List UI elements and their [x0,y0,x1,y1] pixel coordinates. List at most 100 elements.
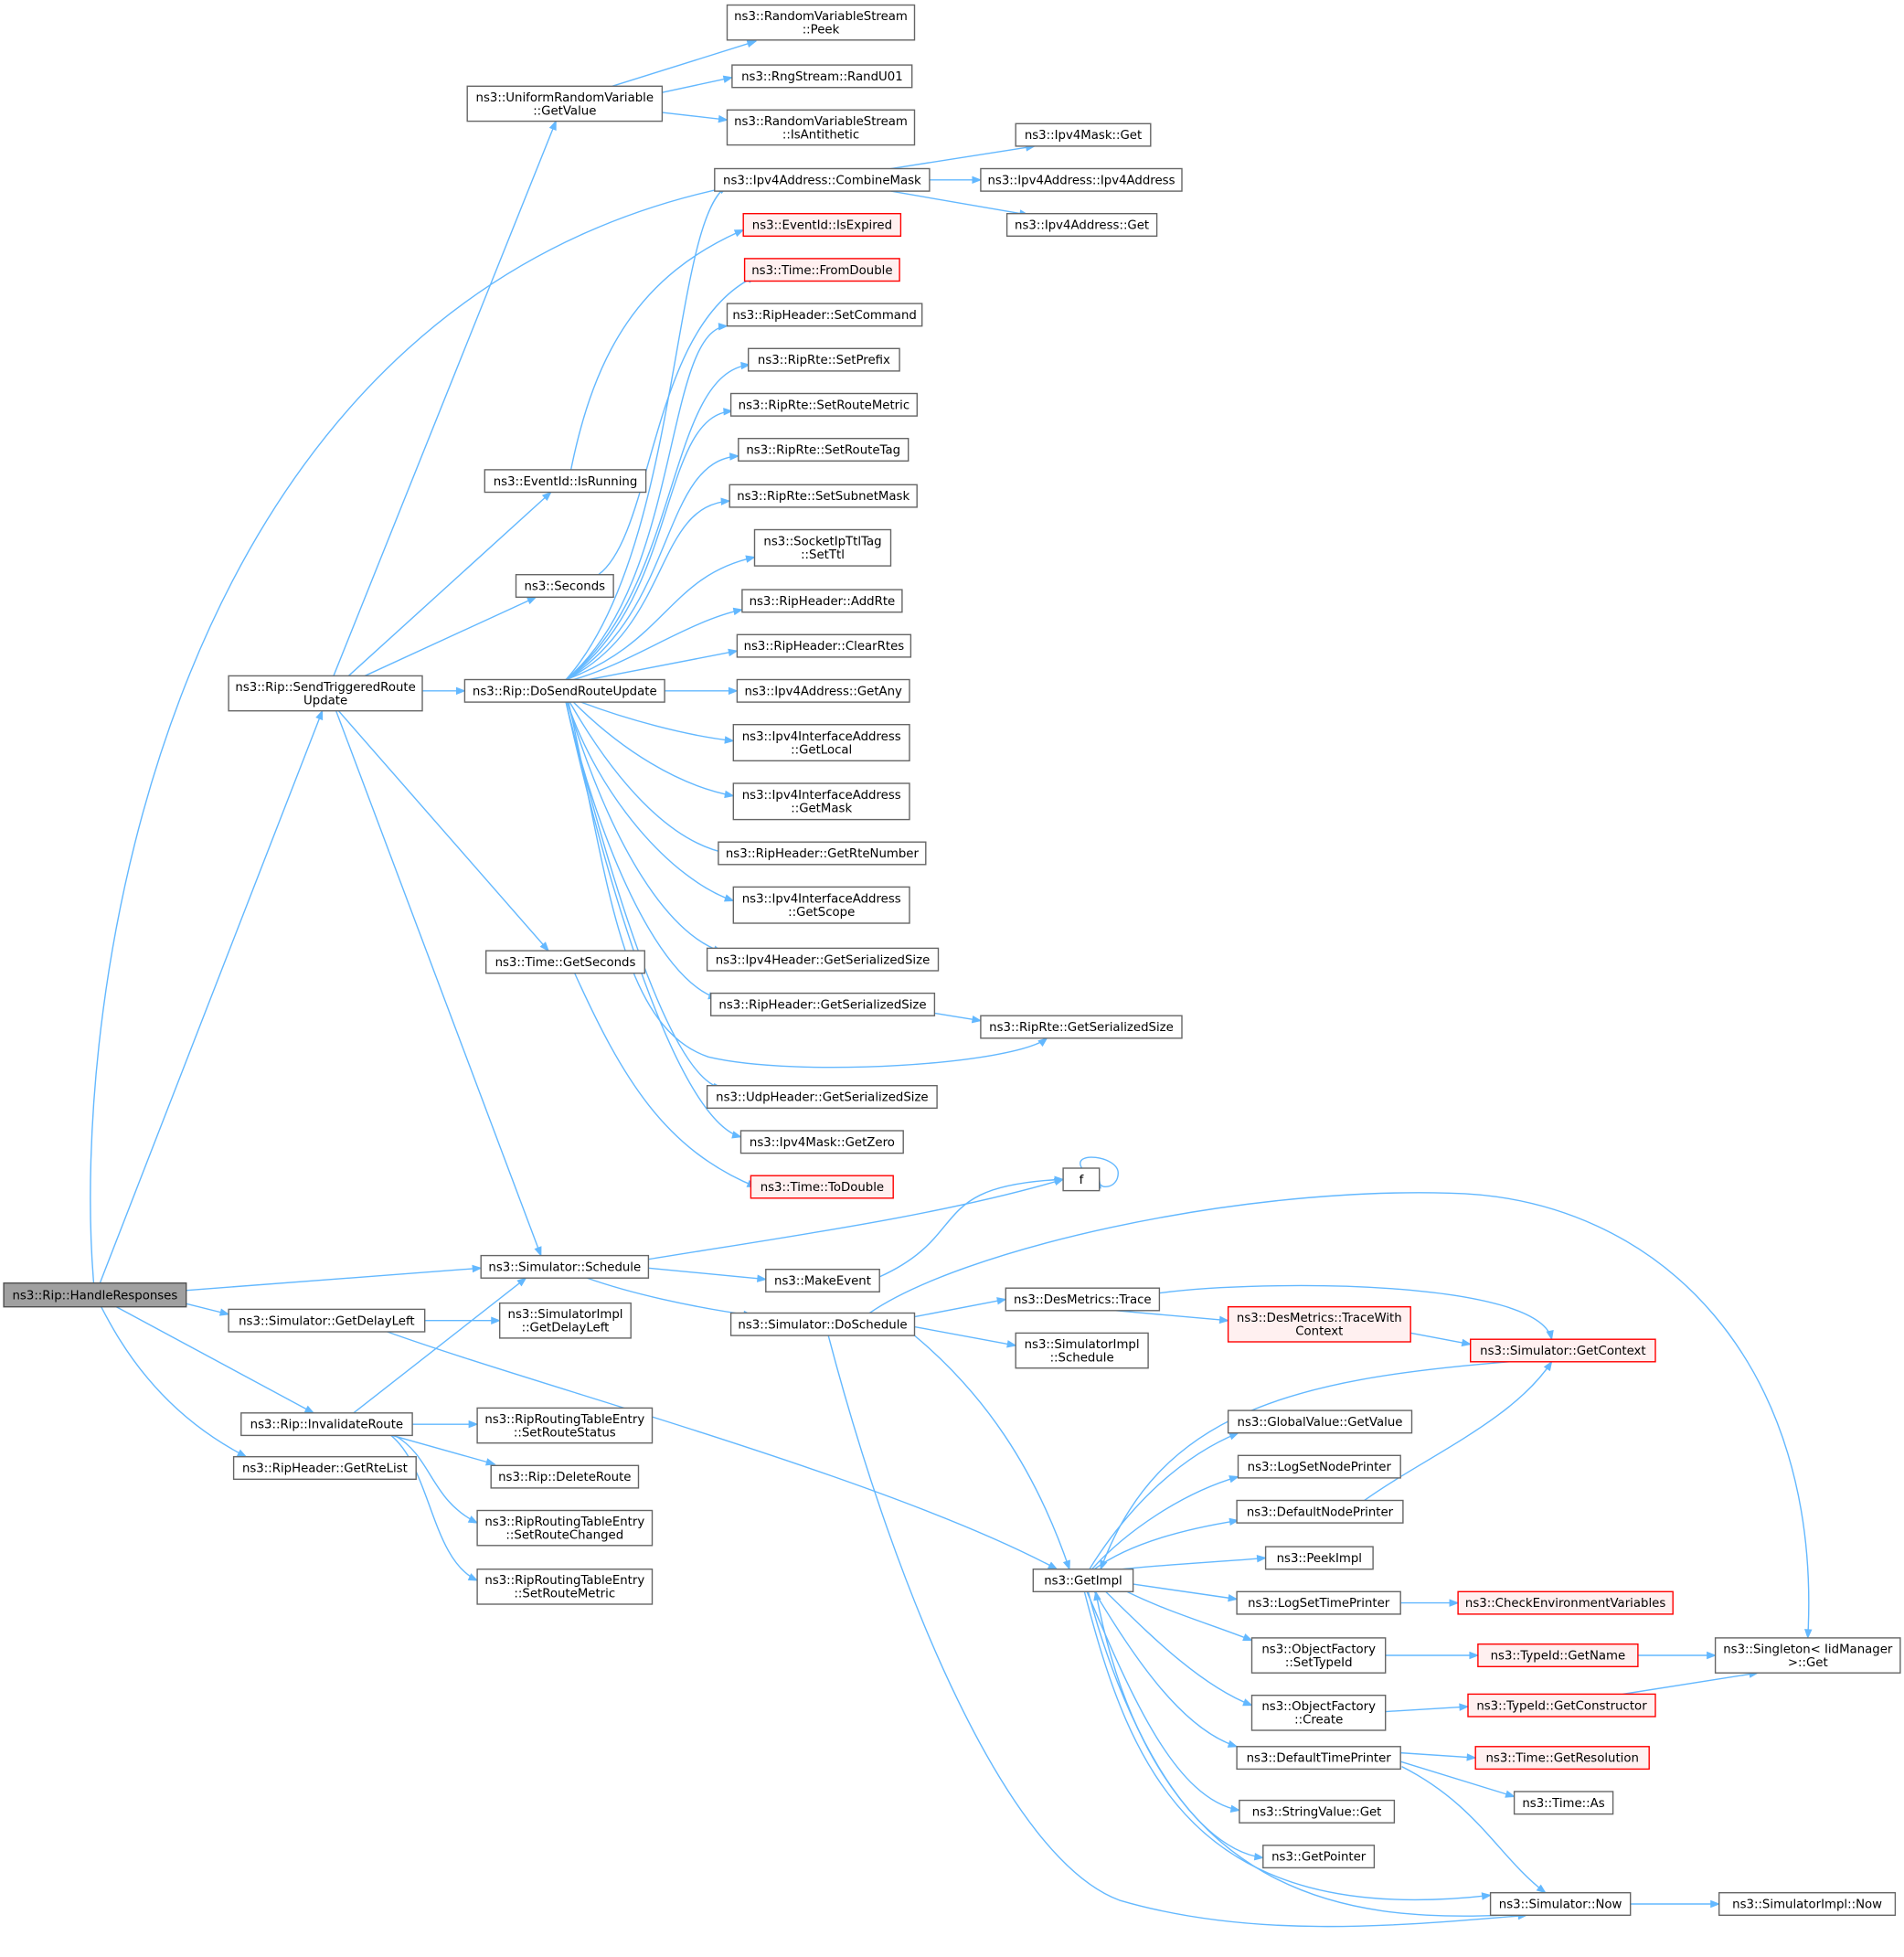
node-ipv4addr-ctor[interactable]: ns3::Ipv4Address::Ipv4Address [980,167,1183,192]
arrowhead-icon [731,1131,742,1139]
node-objfactory-create[interactable]: ns3::ObjectFactory::Create [1250,1694,1387,1731]
arrowhead-icon [1229,1432,1239,1441]
node-checkenv[interactable]: ns3::CheckEnvironmentVariables [1457,1590,1674,1615]
edge-line [388,1332,1058,1569]
node-rvs-isanti[interactable]: ns3::RandomVariableStream::IsAntithetic [726,109,916,146]
node-socketipttl-setttl[interactable]: ns3::SocketIpTtlTag::SetTtl [753,528,892,567]
node-riphdr-getsersize[interactable]: ns3::RipHeader::GetSerializedSize [710,992,936,1016]
node-label: ns3::RipHeader::GetRteList [242,1462,408,1476]
node-riprte-setroutechanged[interactable]: ns3::RipRoutingTableEntry::SetRouteChang… [476,1509,654,1547]
node-getimpl[interactable]: ns3::GetImpl [1032,1568,1134,1592]
arrowhead-icon [526,596,537,605]
node-ipv4ifaddr-getmask[interactable]: ns3::Ipv4InterfaceAddress::GetMask [732,782,910,821]
edge-root-to-sim_schedule [184,1264,483,1290]
node-riprte-setroutetag[interactable]: ns3::RipRte::SetRouteTag [738,438,909,463]
node-simimpl-getdelayleft[interactable]: ns3::SimulatorImpl::GetDelayLeft [499,1302,632,1339]
node-typeid-getname[interactable]: ns3::TypeId::GetName [1477,1643,1639,1667]
node-urv-getvalue[interactable]: ns3::UniformRandomVariable::GetValue [466,85,664,122]
node-time-todouble[interactable]: ns3::Time::ToDouble [750,1175,894,1199]
node-root[interactable]: ns3::Rip::HandleResponses [3,1282,187,1308]
node-logsetnodeprinter[interactable]: ns3::LogSetNodePrinter [1237,1454,1401,1479]
node-typeid-getconstructor[interactable]: ns3::TypeId::GetConstructor [1467,1693,1656,1718]
node-box [515,574,614,599]
node-riphdr-getrtelist[interactable]: ns3::RipHeader::GetRteList [232,1455,417,1480]
node-sim-doschedule[interactable]: ns3::Simulator::DoSchedule [729,1312,916,1336]
node-defaulttimeprinter[interactable]: ns3::DefaultTimePrinter [1236,1746,1401,1771]
node-riphdr-clearrtes[interactable]: ns3::RipHeader::ClearRtes [736,633,912,658]
edge-line [338,711,548,951]
node-ipv4mask-getzero[interactable]: ns3::Ipv4Mask::GetZero [739,1130,904,1154]
node-ipv4-combinemask[interactable]: ns3::Ipv4Address::CombineMask [714,167,931,192]
node-ipv4addr-get[interactable]: ns3::Ipv4Address::Get [1005,212,1158,237]
node-box [1469,1338,1656,1363]
node-time-fromdouble[interactable]: ns3::Time::FromDouble [743,258,900,282]
node-ipv4hdr-getsersize[interactable]: ns3::Ipv4Header::GetSerializedSize [706,947,940,972]
node-label: ns3::SimulatorImpl::Now [1732,1899,1882,1912]
node-sim-getdelayleft[interactable]: ns3::Simulator::GetDelayLeft [228,1308,426,1333]
node-riphdr-setcommand[interactable]: ns3::RipHeader::SetCommand [726,303,923,327]
node-ipv4ifaddr-getscope[interactable]: ns3::Ipv4InterfaceAddress::GetScope [732,886,910,924]
edge-line [581,702,734,740]
node-f[interactable]: f [1062,1167,1101,1192]
node-makeevent[interactable]: ns3::MakeEvent [765,1268,880,1292]
node-riprte-setroutemetric2[interactable]: ns3::RipRoutingTableEntry::SetRouteMetri… [476,1568,654,1605]
edge-rip_dosendrouteupdate-to-riprte_setroutemetric [566,408,734,680]
node-objfactory-settypeid[interactable]: ns3::ObjectFactory::SetTypeId [1250,1637,1387,1674]
edge-line [1092,1477,1239,1569]
node-defaultnodeprinter[interactable]: ns3::DefaultNodePrinter [1236,1499,1404,1524]
node-riprte-setroutestatus[interactable]: ns3::RipRoutingTableEntry::SetRouteStatu… [476,1407,654,1444]
node-rip-deleteroute[interactable]: ns3::Rip::DeleteRoute [490,1464,640,1489]
node-sim-now[interactable]: ns3::Simulator::Now [1489,1891,1632,1916]
node-sim-schedule[interactable]: ns3::Simulator::Schedule [480,1254,650,1279]
node-label: ns3::Time::GetResolution [1485,1752,1638,1766]
node-sim-getcontext[interactable]: ns3::Simulator::GetContext [1469,1338,1656,1363]
node-time-getseconds[interactable]: ns3::Time::GetSeconds [485,950,646,974]
node-box [732,724,910,762]
node-rip-invalidateroute[interactable]: ns3::Rip::InvalidateRoute [240,1412,413,1437]
node-eventid-isrunning[interactable]: ns3::EventId::IsRunning [484,469,647,494]
node-rip-dosendrouteupdate[interactable]: ns3::Rip::DoSendRouteUpdate [463,678,665,703]
node-simimpl-schedule[interactable]: ns3::SimulatorImpl::Schedule [1015,1332,1149,1369]
node-peekimpl[interactable]: ns3::PeekImpl [1264,1546,1374,1570]
node-time-as[interactable]: ns3::Time::As [1513,1791,1614,1815]
arrowhead-icon [996,1297,1007,1305]
node-riprte-setroutemetric[interactable]: ns3::RipRte::SetRouteMetric [729,392,918,417]
node-label: ns3::Rip::InvalidateRoute [250,1419,403,1432]
node-ipv4ifaddr-getlocal[interactable]: ns3::Ipv4InterfaceAddress::GetLocal [732,724,910,762]
node-singleton-get[interactable]: ns3::Singleton< IidManager >::Get [1714,1637,1901,1674]
node-desmetrics-trace[interactable]: ns3::DesMetrics::Trace [1005,1287,1161,1312]
node-box [710,992,936,1016]
arrowhead-icon [1466,1753,1477,1761]
node-box [736,678,910,703]
node-riprte-setsubnetmask[interactable]: ns3::RipRte::SetSubnetMask [729,484,918,508]
edge-rip_dosendrouteupdate-to-riprte_getsersize [569,702,1048,1068]
node-label: ::Create [1294,1714,1343,1728]
node-riprte-setprefix[interactable]: ns3::RipRte::SetPrefix [748,347,900,372]
node-label: ns3::Singleton< IidManager [1723,1643,1893,1656]
node-riphdr-getrtenumber[interactable]: ns3::RipHeader::GetRteNumber [718,841,927,866]
node-box [726,4,916,41]
edge-line [1122,1558,1265,1569]
node-globalvalue-getvalue[interactable]: ns3::GlobalValue::GetValue [1227,1409,1413,1434]
edge-line [879,1179,1063,1277]
node-udphdr-getsersize[interactable]: ns3::UdpHeader::GetSerializedSize [706,1084,938,1109]
node-stringvalue-get[interactable]: ns3::StringValue::Get [1239,1799,1396,1824]
node-rvs-peek[interactable]: ns3::RandomVariableStream::Peek [726,4,916,41]
node-getpointer[interactable]: ns3::GetPointer [1262,1845,1376,1869]
node-logsettimeprinter[interactable]: ns3::LogSetTimePrinter [1236,1590,1401,1615]
node-ipv4addr-getany[interactable]: ns3::Ipv4Address::GetAny [736,678,910,703]
node-seconds[interactable]: ns3::Seconds [515,574,614,599]
node-rng-randu01[interactable]: ns3::RngStream::RandU01 [731,64,913,89]
node-time-getresolution[interactable]: ns3::Time::GetResolution [1474,1746,1650,1771]
node-riphdr-addrte[interactable]: ns3::RipHeader::AddRte [741,589,903,613]
node-ipv4mask-get[interactable]: ns3::Ipv4Mask::Get [1015,122,1152,147]
edge-line [116,1307,314,1413]
edge-line [1094,1591,1237,1746]
node-label: ::SetRouteChanged [505,1528,623,1542]
node-riprte-getsersize[interactable]: ns3::RipRte::GetSerializedSize [980,1015,1183,1039]
node-simimpl-now[interactable]: ns3::SimulatorImpl::Now [1718,1891,1897,1916]
node-eventid-isexpired[interactable]: ns3::EventId::IsExpired [742,212,902,237]
edge-line [1622,1673,1758,1694]
